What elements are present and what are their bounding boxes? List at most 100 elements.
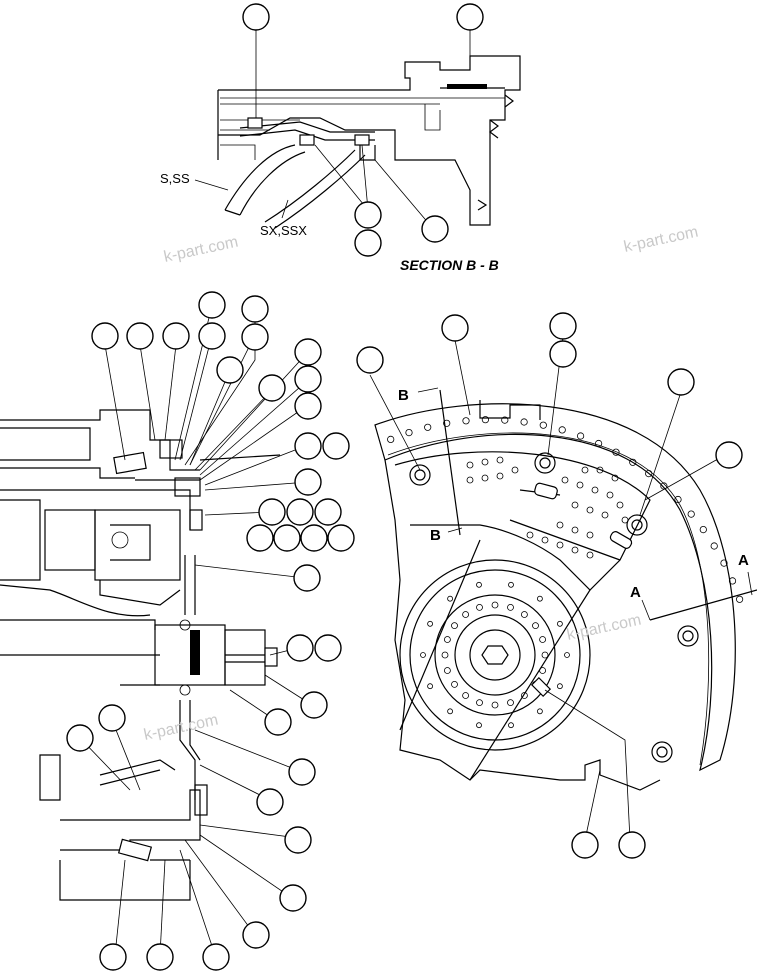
callout-balloon[interactable] bbox=[571, 831, 599, 859]
hole bbox=[521, 611, 528, 618]
hole bbox=[420, 652, 426, 658]
callout-balloon[interactable] bbox=[286, 634, 314, 662]
callout-balloon[interactable] bbox=[294, 365, 322, 393]
callout-balloon[interactable] bbox=[91, 322, 119, 350]
callout-balloon[interactable] bbox=[300, 524, 328, 552]
hole bbox=[491, 701, 499, 709]
callout-balloon[interactable] bbox=[264, 708, 292, 736]
callout-balloon[interactable] bbox=[549, 340, 577, 368]
hole bbox=[476, 722, 482, 729]
callout-balloon[interactable] bbox=[294, 338, 322, 366]
callout-balloon[interactable] bbox=[202, 943, 230, 971]
hole bbox=[466, 476, 474, 484]
callout-balloon[interactable] bbox=[258, 374, 286, 402]
callout-balloon[interactable] bbox=[354, 201, 382, 229]
section-marker-a-right: A bbox=[738, 552, 749, 569]
hole bbox=[476, 604, 483, 611]
callout-balloon[interactable] bbox=[246, 524, 274, 552]
callout-balloon[interactable] bbox=[66, 724, 94, 752]
callout-balloon[interactable] bbox=[715, 441, 743, 469]
callout-balloon[interactable] bbox=[198, 291, 226, 319]
callout-balloon[interactable] bbox=[314, 634, 342, 662]
callout-balloon[interactable] bbox=[241, 295, 269, 323]
callout-balloon[interactable] bbox=[273, 524, 301, 552]
callout-balloon[interactable] bbox=[279, 884, 307, 912]
hole bbox=[424, 423, 432, 431]
hole bbox=[481, 458, 489, 466]
callout-balloon[interactable] bbox=[242, 3, 270, 31]
hole bbox=[556, 541, 564, 549]
hole bbox=[581, 466, 589, 474]
hole bbox=[699, 525, 707, 534]
callout-balloon[interactable] bbox=[162, 322, 190, 350]
callout-balloon[interactable] bbox=[549, 312, 577, 340]
hole bbox=[532, 622, 539, 629]
callout-balloon[interactable] bbox=[98, 704, 126, 732]
callout-balloon[interactable] bbox=[258, 498, 286, 526]
callout-balloon[interactable] bbox=[441, 314, 469, 342]
watermark: k-part.com bbox=[142, 712, 219, 744]
hole bbox=[735, 595, 744, 603]
callout-balloon[interactable] bbox=[256, 788, 284, 816]
hole bbox=[539, 636, 546, 643]
section-marker-b-bottom: B bbox=[430, 527, 441, 544]
callout-balloon[interactable] bbox=[242, 921, 270, 949]
hole bbox=[586, 551, 594, 559]
callout-balloon[interactable] bbox=[618, 831, 646, 859]
hole bbox=[443, 419, 451, 427]
callout-balloon[interactable] bbox=[294, 392, 322, 420]
callout-balloon[interactable] bbox=[300, 691, 328, 719]
right-front-view: B B A A bbox=[356, 312, 757, 859]
hole bbox=[537, 595, 543, 602]
callout-balloon[interactable] bbox=[327, 524, 355, 552]
hole bbox=[462, 611, 470, 618]
hole bbox=[576, 432, 585, 440]
hole bbox=[556, 521, 564, 529]
hole bbox=[611, 474, 619, 482]
callout-balloon[interactable] bbox=[126, 322, 154, 350]
hole bbox=[687, 510, 695, 518]
hole bbox=[387, 435, 395, 443]
callout-balloon[interactable] bbox=[293, 564, 321, 592]
hole bbox=[561, 476, 569, 484]
hole bbox=[447, 708, 454, 715]
hole bbox=[462, 417, 470, 425]
hole bbox=[601, 511, 609, 519]
callout-balloon[interactable] bbox=[294, 468, 322, 496]
watermark: k-part.com bbox=[162, 234, 239, 266]
plate-holes bbox=[466, 456, 629, 559]
hole bbox=[443, 667, 451, 674]
callout-balloon[interactable] bbox=[322, 432, 350, 460]
callout-balloon[interactable] bbox=[284, 826, 312, 854]
callout-balloon[interactable] bbox=[456, 3, 484, 31]
hole bbox=[596, 466, 604, 474]
callout-balloon[interactable] bbox=[314, 498, 342, 526]
hole bbox=[541, 651, 549, 659]
hole bbox=[427, 683, 434, 690]
callout-balloon[interactable] bbox=[354, 229, 382, 257]
callout-balloon[interactable] bbox=[288, 758, 316, 786]
callout-balloon[interactable] bbox=[198, 322, 226, 350]
callout-balloon[interactable] bbox=[241, 323, 269, 351]
hole bbox=[674, 495, 682, 504]
hole bbox=[576, 481, 584, 489]
callout-balloon[interactable] bbox=[286, 498, 314, 526]
callout-balloon[interactable] bbox=[356, 346, 384, 374]
hole bbox=[496, 472, 504, 480]
hole bbox=[466, 461, 474, 469]
hole bbox=[507, 604, 514, 611]
hole bbox=[441, 651, 449, 659]
hole bbox=[537, 708, 543, 715]
hole bbox=[591, 486, 599, 494]
callout-balloon[interactable] bbox=[146, 943, 174, 971]
hole bbox=[728, 577, 737, 585]
hole bbox=[443, 636, 451, 643]
callout-balloon[interactable] bbox=[294, 432, 322, 460]
callout-balloon[interactable] bbox=[216, 356, 244, 384]
callout-balloon[interactable] bbox=[667, 368, 695, 396]
callout-balloon[interactable] bbox=[99, 943, 127, 971]
hole bbox=[629, 458, 637, 466]
hole bbox=[427, 620, 434, 627]
callout-balloon[interactable] bbox=[421, 215, 449, 243]
